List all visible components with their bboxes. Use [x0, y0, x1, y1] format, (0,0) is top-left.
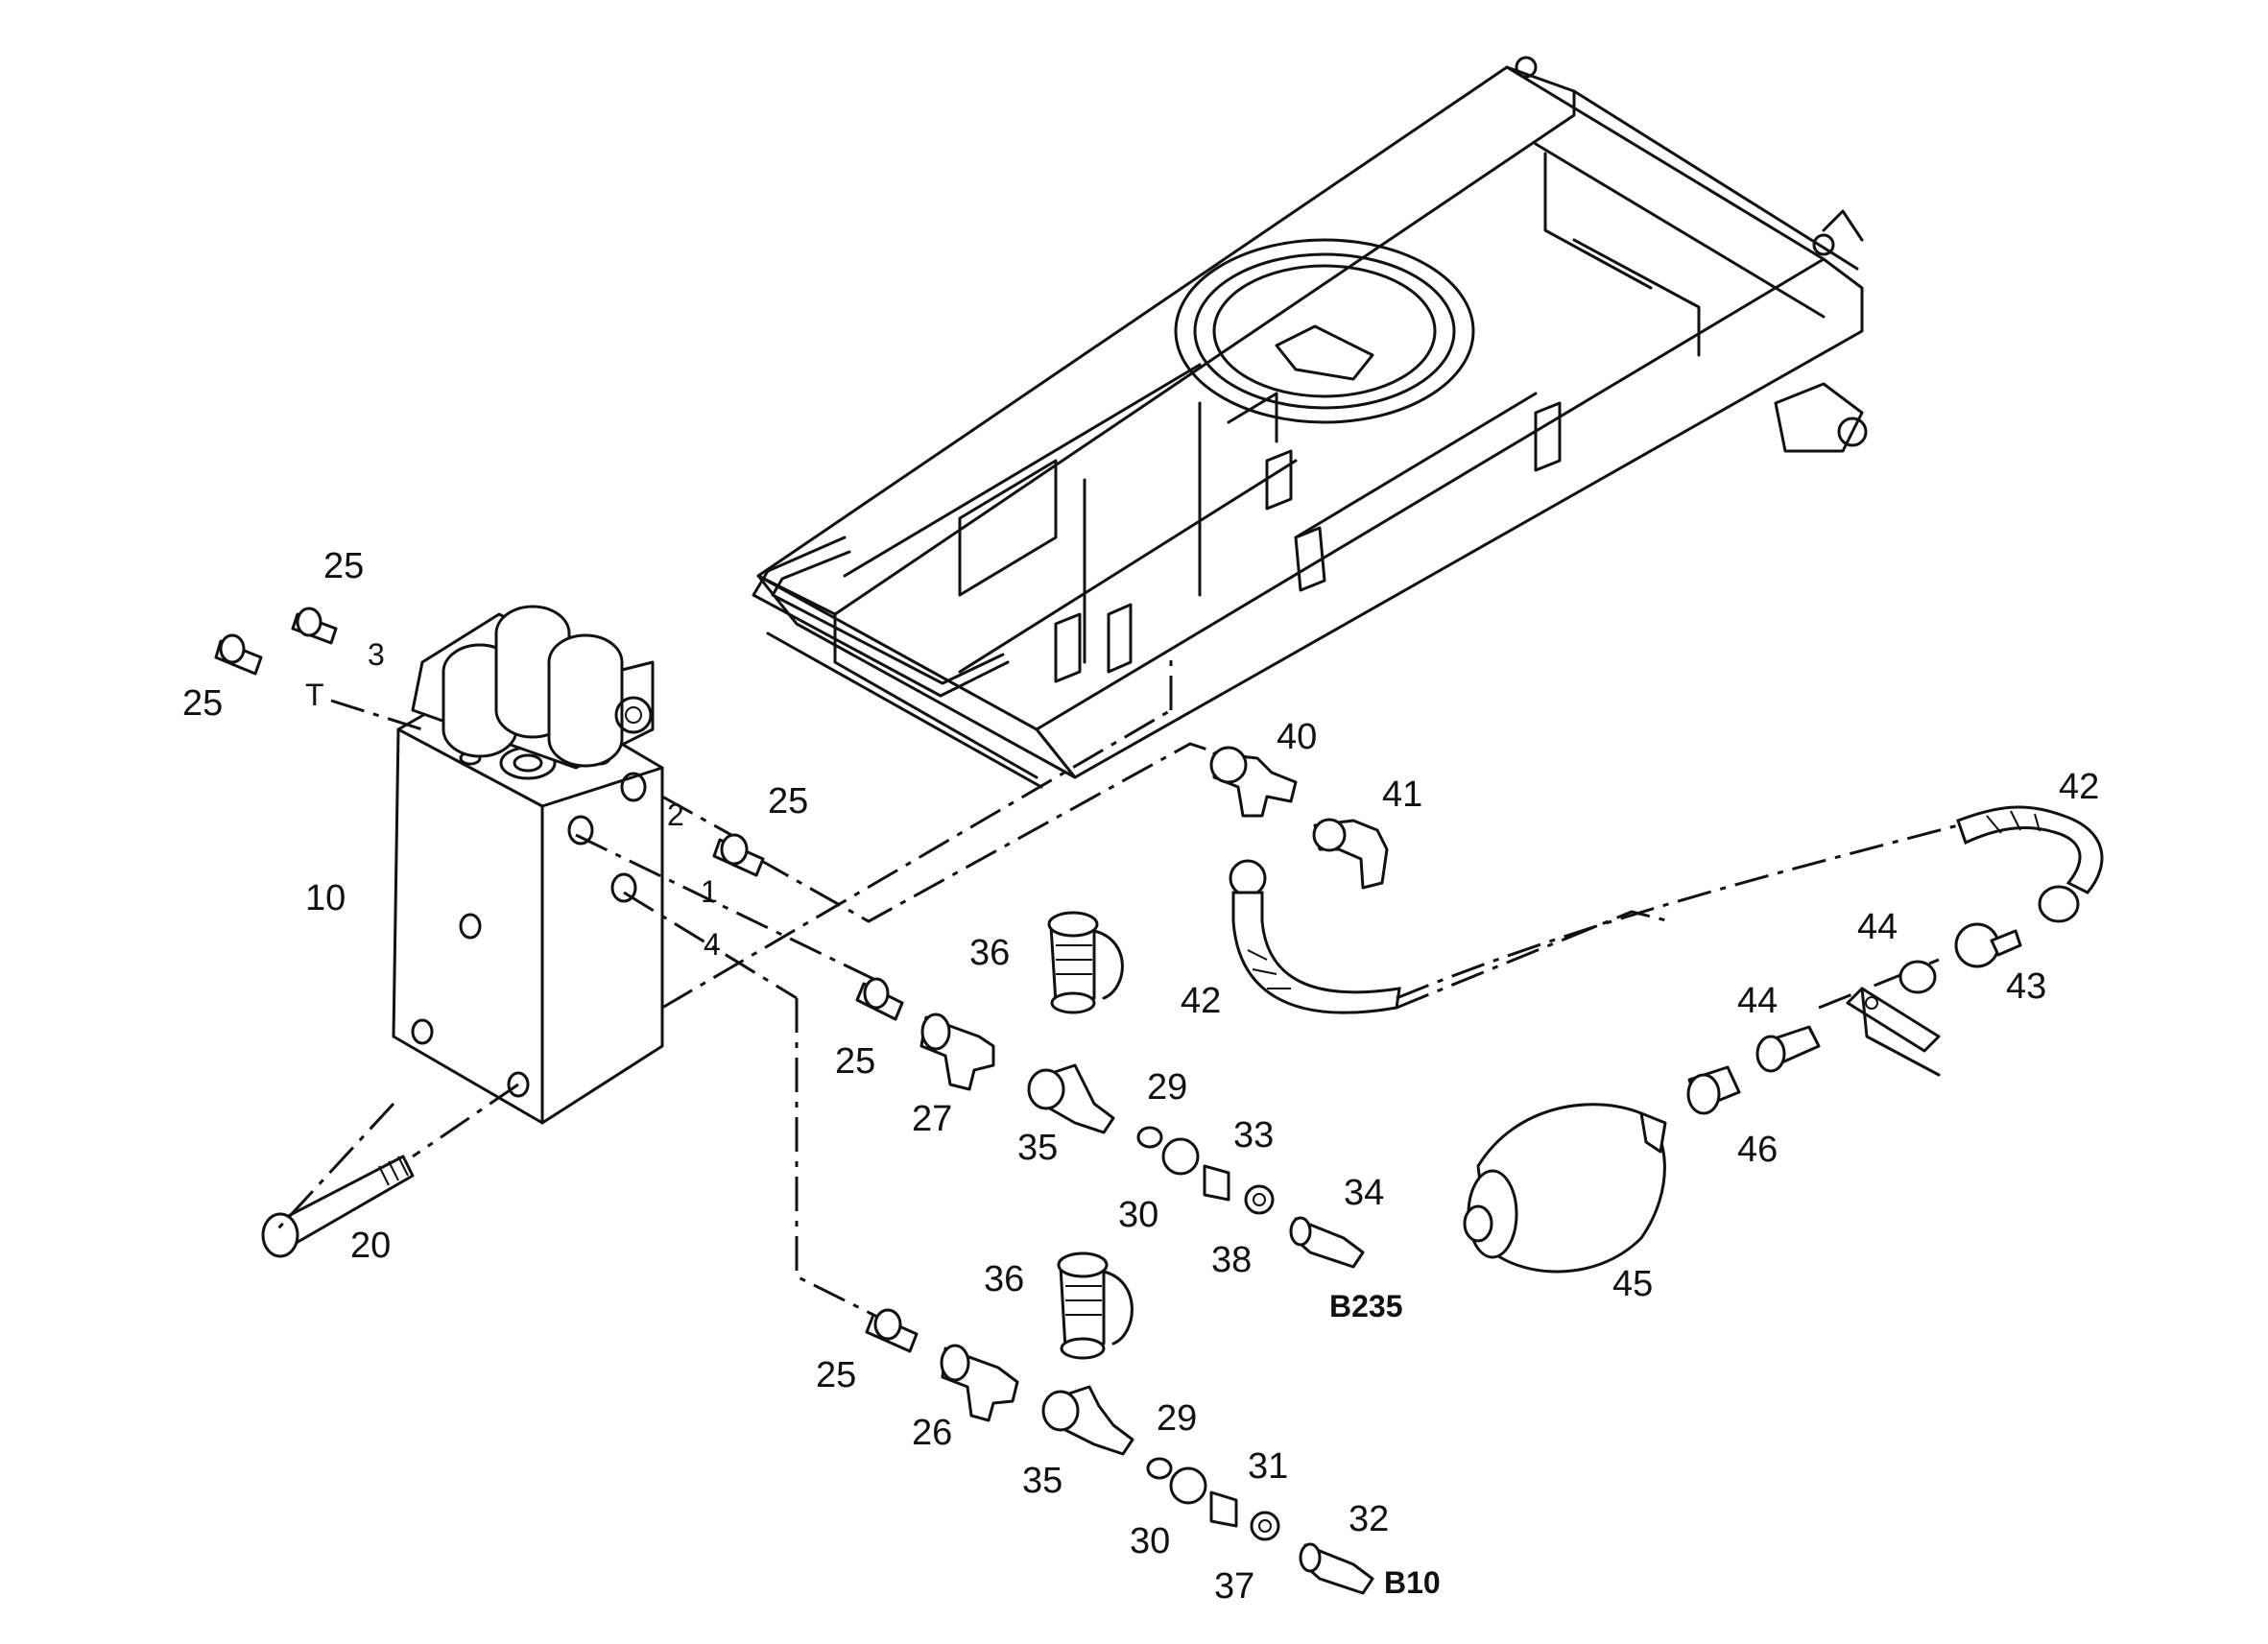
callout-44-b: 44 — [1737, 981, 1778, 1021]
callout-29-b: 29 — [1157, 1398, 1197, 1439]
accumulator-45 — [1463, 1103, 1667, 1274]
elbow-35-b — [1041, 1385, 1134, 1456]
mounting-bracket — [1846, 987, 1941, 1077]
callout-27: 27 — [912, 1099, 952, 1139]
callout-45: 45 — [1612, 1264, 1653, 1304]
port-label-T: T — [305, 678, 324, 712]
filter-36-b — [1057, 1251, 1134, 1360]
callout-10: 10 — [305, 878, 346, 918]
callout-25-top: 25 — [323, 546, 364, 586]
chassis-frame — [752, 56, 1868, 789]
tee-fitting-26 — [940, 1344, 1019, 1422]
callout-25-topleft: 25 — [182, 683, 223, 724]
callout-25-b: 25 — [816, 1355, 856, 1395]
callout-38: 38 — [1211, 1240, 1252, 1280]
elbow-fitting-41 — [1312, 818, 1389, 890]
port-label-3: 3 — [368, 637, 385, 672]
callout-43: 43 — [2006, 966, 2046, 1007]
callout-30-a: 30 — [1118, 1195, 1158, 1235]
port-label-1: 1 — [701, 874, 718, 909]
sensor-labels: B235 B10 — [1329, 1289, 1441, 1600]
callout-35-b: 35 — [1022, 1461, 1062, 1501]
filter-36-a — [1047, 911, 1124, 1014]
parts-29-30-31-37 — [1146, 1457, 1280, 1541]
port-label-4: 4 — [704, 927, 721, 962]
hose-42-lower — [1229, 859, 1401, 1014]
callout-labels: 25 25 10 20 25 25 25 27 26 35 35 36 36 2… — [182, 546, 2099, 1607]
callout-35-a: 35 — [1017, 1128, 1058, 1168]
callout-32: 32 — [1349, 1499, 1389, 1539]
pressure-switch-32 — [1299, 1542, 1374, 1595]
fitting-25-topleft — [214, 633, 263, 676]
fitting-25-mid — [712, 833, 765, 877]
bolt-20 — [261, 1155, 415, 1258]
sensor-label-b10: B10 — [1384, 1565, 1441, 1600]
sensor-label-b235: B235 — [1329, 1289, 1403, 1323]
callout-37: 37 — [1214, 1566, 1254, 1607]
callout-44-a: 44 — [1857, 907, 1898, 947]
callout-40: 40 — [1277, 717, 1317, 757]
valve-block — [392, 670, 664, 1125]
fitting-25-top — [291, 607, 338, 645]
port-label-2: 2 — [667, 798, 684, 832]
callout-34: 34 — [1344, 1173, 1384, 1213]
callout-30-b: 30 — [1130, 1521, 1170, 1561]
callout-36-b: 36 — [984, 1259, 1024, 1299]
pressure-switch-34 — [1289, 1216, 1365, 1269]
tee-fitting-27 — [919, 1013, 995, 1091]
callout-46: 46 — [1737, 1130, 1778, 1170]
callout-33: 33 — [1233, 1115, 1274, 1156]
callout-25-a: 25 — [835, 1041, 875, 1082]
port-labels: 3 T 2 1 4 — [305, 637, 721, 962]
fitting-46 — [1686, 1065, 1741, 1115]
callout-36-a: 36 — [969, 933, 1010, 973]
fitting-25-b — [865, 1308, 919, 1353]
callout-29-a: 29 — [1147, 1067, 1187, 1108]
fitting-25-a — [855, 977, 904, 1021]
solenoid-valves — [411, 605, 655, 770]
callout-41: 41 — [1382, 774, 1422, 815]
callout-20: 20 — [350, 1226, 391, 1266]
parts-29-30-33-38 — [1136, 1126, 1275, 1215]
callout-42-a: 42 — [1181, 981, 1221, 1021]
fitting-44-lower — [1755, 1025, 1821, 1073]
tee-fitting-40 — [1209, 746, 1298, 818]
hose-42-upper — [1396, 805, 2104, 1000]
parts-43-44 — [1898, 922, 2022, 994]
callout-25-mid: 25 — [768, 781, 808, 822]
callout-31: 31 — [1248, 1446, 1288, 1487]
callout-42-b: 42 — [2059, 767, 2099, 807]
callout-26: 26 — [912, 1413, 952, 1453]
elbow-35-a — [1027, 1063, 1115, 1134]
